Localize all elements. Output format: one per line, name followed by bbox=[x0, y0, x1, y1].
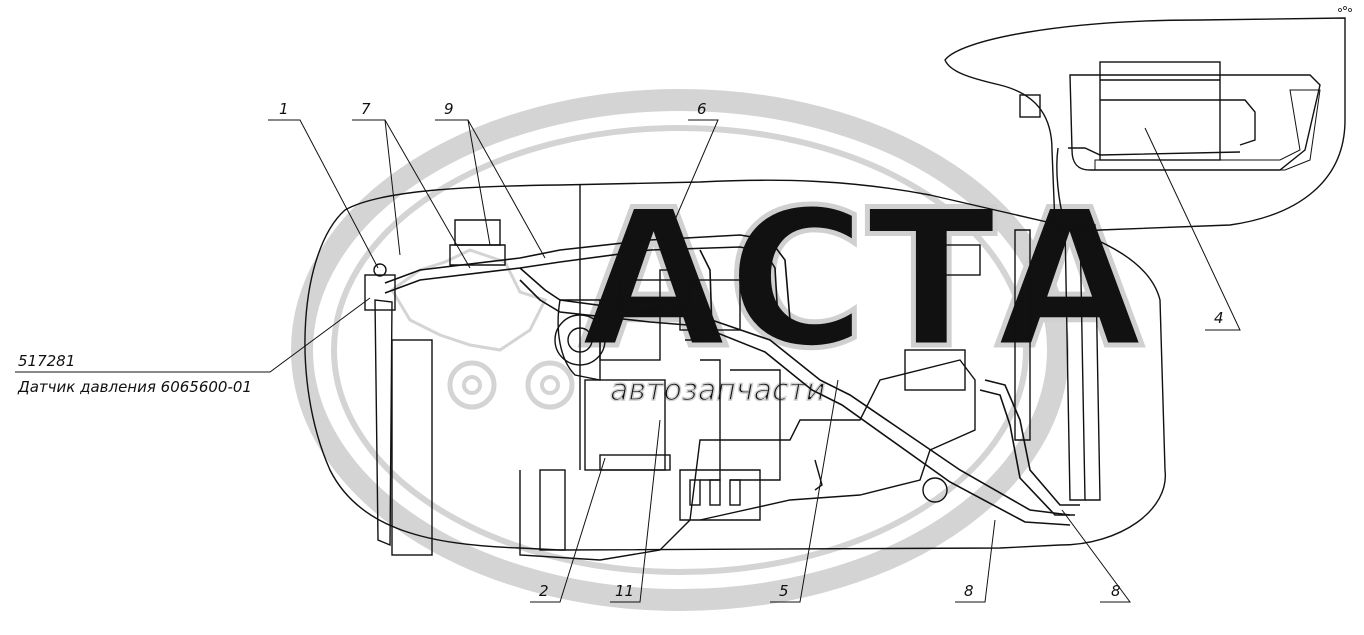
callout-1: 1 bbox=[279, 100, 289, 118]
callout-5: 5 bbox=[779, 582, 789, 600]
sensor-part-name: Датчик давления 6065600-01 bbox=[17, 378, 252, 396]
leader-sensor bbox=[15, 297, 371, 373]
filler-cap bbox=[454, 219, 501, 246]
filler-neck bbox=[449, 244, 506, 266]
flywheel-housing bbox=[539, 469, 566, 551]
tension-bar bbox=[599, 454, 671, 471]
corner-mark-icon bbox=[1338, 6, 1352, 12]
pressure-sensor-icon bbox=[373, 263, 387, 277]
pulley-left bbox=[557, 299, 601, 381]
callout-8a: 8 bbox=[964, 582, 974, 600]
pipe-return-inner bbox=[519, 279, 1071, 526]
leader-7b bbox=[384, 119, 471, 269]
watermark-gear-icon-left bbox=[447, 360, 497, 410]
pipe-to-tank bbox=[1056, 147, 1066, 226]
battery-box-hatched-wall bbox=[1094, 89, 1321, 171]
tank-fitting bbox=[1220, 99, 1256, 146]
leader-2 bbox=[530, 457, 606, 603]
pump-head bbox=[619, 279, 691, 311]
leader-1 bbox=[268, 119, 379, 269]
leader-4 bbox=[1144, 127, 1241, 331]
pipe-return bbox=[519, 267, 1071, 516]
cab-pillar bbox=[1014, 229, 1031, 441]
filter-cup bbox=[689, 479, 701, 506]
callout-9: 9 bbox=[444, 100, 454, 118]
pipe-to-tank-top bbox=[1068, 147, 1241, 156]
tank-body bbox=[1099, 61, 1221, 161]
leader-8b bbox=[1061, 509, 1131, 603]
drain-cock bbox=[814, 459, 823, 491]
sensor-housing bbox=[364, 274, 396, 311]
filter-cup bbox=[729, 479, 741, 506]
pipe-upper-inner bbox=[384, 246, 779, 321]
leader-5 bbox=[770, 379, 839, 603]
callout-6: 6 bbox=[697, 100, 707, 118]
pipe-compressor bbox=[984, 379, 1080, 506]
leader-6 bbox=[664, 119, 719, 244]
callouts: 1 7 9 6 4 2 11 5 8 8 bbox=[279, 100, 1224, 600]
pipe-to-pump bbox=[685, 249, 713, 341]
fuel-line bbox=[730, 369, 781, 481]
battery-box bbox=[1069, 74, 1321, 171]
watermark-sub-text: автозапчасти bbox=[610, 373, 825, 408]
radiator-side-pipe bbox=[374, 299, 393, 547]
pipe-compressor-inner bbox=[979, 389, 1075, 516]
watermark: АСТА автозапчасти bbox=[291, 89, 1146, 611]
leader-8a bbox=[955, 519, 996, 603]
watermark-gear-icon-right bbox=[525, 360, 575, 410]
watermark-inner-ring bbox=[331, 125, 1029, 575]
engine-block bbox=[519, 359, 976, 561]
alternator-body bbox=[599, 299, 661, 361]
pipe-upper bbox=[384, 234, 791, 321]
sensor-label: 517281 Датчик давления 6065600-01 bbox=[17, 352, 252, 396]
leader-9b bbox=[467, 119, 546, 259]
watermark-outer-ring bbox=[291, 89, 1069, 611]
mount-bolt bbox=[922, 477, 948, 503]
air-box bbox=[919, 244, 981, 276]
watermark-bird-emblem bbox=[390, 248, 548, 352]
callout-8b: 8 bbox=[1111, 582, 1121, 600]
leader-lines bbox=[15, 119, 1241, 603]
mirror-block bbox=[1019, 94, 1041, 118]
filter-cup bbox=[709, 479, 721, 506]
callout-7: 7 bbox=[361, 100, 371, 118]
engine-bay-outline bbox=[304, 179, 1166, 551]
compressor bbox=[904, 349, 966, 391]
callout-4: 4 bbox=[1214, 309, 1224, 327]
sensor-part-code: 517281 bbox=[18, 352, 75, 370]
radiator-core bbox=[391, 339, 433, 556]
engine-drawing bbox=[304, 17, 1346, 561]
leader-11 bbox=[610, 419, 661, 603]
fuel-filter-block bbox=[679, 469, 761, 521]
callout-11: 11 bbox=[615, 582, 634, 600]
callout-2: 2 bbox=[539, 582, 549, 600]
cab-contour bbox=[944, 17, 1346, 232]
cab-wall-right bbox=[1080, 224, 1101, 501]
